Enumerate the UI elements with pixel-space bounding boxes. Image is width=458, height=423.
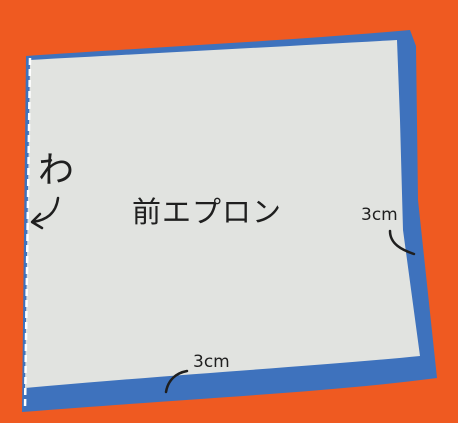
right-seam-allowance-label: 3cm (361, 205, 398, 225)
right-dimension-leader (388, 229, 416, 256)
fold-line (23, 57, 32, 411)
pattern-title: 前エプロン (132, 195, 283, 229)
bottom-seam-allowance-label: 3cm (193, 352, 230, 372)
fold-label: わ (38, 150, 75, 191)
pattern-paper (25, 40, 420, 388)
bottom-dimension-leader (164, 369, 189, 394)
fold-arrow (31, 196, 60, 224)
fold-arrow-head (30, 212, 44, 230)
